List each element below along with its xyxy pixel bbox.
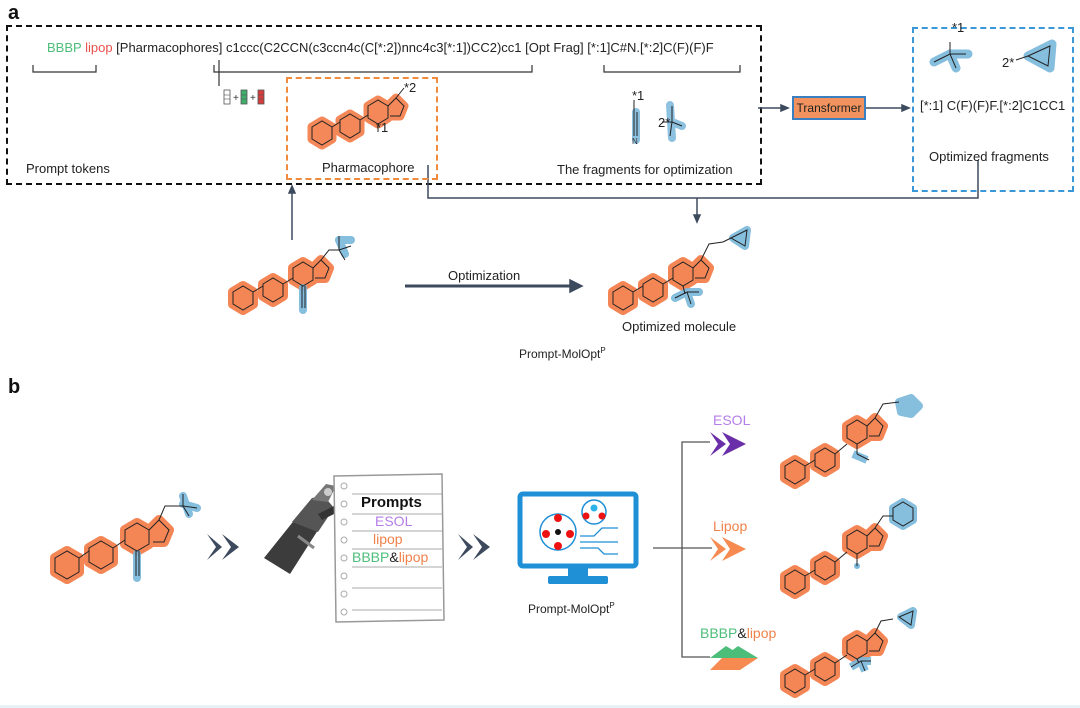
input-molecule-b <box>50 492 201 584</box>
prompt-sequence: BBBP lipop [Pharmacophores] c1ccc(C2CCN(… <box>47 40 714 55</box>
prompt-item-text: lipop <box>398 549 429 565</box>
optimization-label: Optimization <box>448 268 521 283</box>
prompt-item-text: ESOL <box>375 513 413 529</box>
branch-label-text: ESOL <box>713 412 751 428</box>
bbbp-token: BBBP <box>47 40 82 55</box>
bottom-border <box>0 705 1080 708</box>
branch-label-bbbp-lipop: BBBP&lipop <box>700 625 776 641</box>
prompt-token-bracket <box>32 65 97 73</box>
pharmacophore-label: Pharmacophore <box>322 160 415 175</box>
svg-text:N: N <box>632 137 638 146</box>
optimized-fragments-label: Optimized fragments <box>929 149 1049 164</box>
optimized-attachment-2: 2* <box>1002 55 1015 70</box>
fragment-attachment-1: *1 <box>632 88 645 103</box>
pharmacophore-box <box>286 77 438 180</box>
branch-label-text: Lipop <box>713 518 748 534</box>
esol-arrow-icon <box>710 432 746 456</box>
panel-a-label: a <box>8 2 20 24</box>
optimized-molecule-a <box>608 226 751 315</box>
fragments-drawing: N <box>632 100 686 146</box>
original-molecule-a <box>228 236 355 315</box>
branch-label-lipop: Lipop <box>713 518 747 534</box>
transformer-block: Transformer <box>792 96 866 120</box>
svg-text:+: + <box>233 93 239 104</box>
model-name-a: Prompt-MolOptP <box>519 346 606 361</box>
prompts-paper-icon <box>333 473 445 623</box>
model-name-text: Prompt-MolOpt <box>528 602 610 616</box>
optimized-fragments-drawing <box>929 39 1057 73</box>
optimized-fragments-smiles: [*:1] C(F)(F)F.[*:2]C1CC1 <box>920 98 1066 113</box>
lipop-token: lipop <box>85 40 113 55</box>
pharmacophore-attachment-2: *2 <box>404 80 417 95</box>
optimized-attachment-1: *1 <box>952 20 965 35</box>
model-name-b: Prompt-MolOptP <box>528 601 615 616</box>
output-molecule-lipop <box>780 498 917 599</box>
lipop-arrow-icon <box>710 537 746 561</box>
opt-frag-tag: [Opt Frag] <box>525 40 584 55</box>
fragment-smiles: [*:1]C#N.[*:2]C(F)(F)F <box>587 40 714 55</box>
optimized-fragments-box <box>912 27 1074 192</box>
prompt-item-esol: ESOL <box>375 513 412 529</box>
input-sequence-box <box>6 25 762 185</box>
model-superscript: P <box>600 346 606 355</box>
prompt-tokens-label: Prompt tokens <box>26 161 110 176</box>
prompt-item-text: lipop <box>373 531 403 547</box>
chevron-arrow-icon <box>207 534 490 560</box>
bbbp-lipop-arrow-icon <box>710 646 758 670</box>
prompt-item-lipop: lipop <box>373 531 403 547</box>
branch-label-esol: ESOL <box>713 412 750 428</box>
prompt-item-bbbp-lipop: BBBP&lipop <box>352 549 428 565</box>
pharmacophore-bracket <box>213 65 533 73</box>
pharmacophore-smiles: c1ccc(C2CCN(c3ccn4c(C[*:2])nnc4c3[*:1])C… <box>226 40 522 55</box>
pharmacophore-tag: [Pharmacophores] <box>116 40 223 55</box>
prompt-item-text: BBBP <box>352 549 390 565</box>
svg-text:+: + <box>250 93 256 104</box>
output-molecule-bbbp-lipop <box>780 607 917 698</box>
model-superscript: P <box>609 601 615 610</box>
optimized-molecule-label: Optimized molecule <box>622 319 737 334</box>
pharmacophore-molecule <box>307 87 409 150</box>
prompt-item-text: & <box>389 549 399 565</box>
branch-label-text: BBBP <box>700 625 738 641</box>
prompts-title: Prompts <box>361 494 422 511</box>
fragments-label: The fragments for optimization <box>557 162 733 177</box>
monitor-icon <box>517 491 639 584</box>
output-molecule-esol <box>780 394 923 489</box>
branch-label-text: lipop <box>746 625 777 641</box>
model-name-text: Prompt-MolOpt <box>519 347 601 361</box>
pharmacophore-attachment-1: *1 <box>376 120 389 135</box>
branch-label-text: & <box>737 625 747 641</box>
fragment-bracket <box>603 65 741 73</box>
token-stack-icons: + + <box>223 89 265 105</box>
panel-b-label: b <box>8 376 21 398</box>
fragment-attachment-2: 2* <box>658 115 671 130</box>
